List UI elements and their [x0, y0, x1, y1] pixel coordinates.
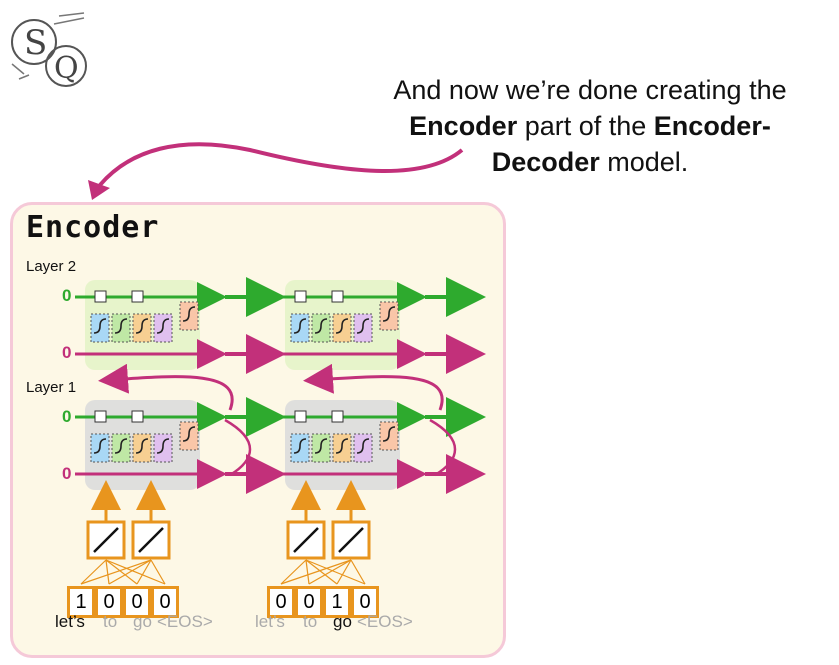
fan-line — [336, 559, 352, 585]
logo-letter-s: S — [24, 23, 47, 63]
add-node — [131, 410, 144, 423]
lstm-unit — [75, 280, 227, 370]
tanh-icon — [382, 306, 396, 322]
fan-line — [105, 559, 166, 585]
input-word: to — [303, 612, 318, 631]
input-word: go — [133, 612, 152, 631]
caption-mid: part of the — [517, 111, 654, 141]
caption-bold-encoder-dash: Encoder- — [653, 111, 771, 141]
caption-bold-encoder: Encoder — [409, 111, 518, 141]
fan-line — [150, 559, 166, 585]
logo-letter-q: Q — [54, 51, 79, 86]
caption-line-3: Decoder model. — [345, 144, 835, 180]
linear-icon — [138, 527, 164, 553]
sigmoid-icon — [114, 438, 128, 454]
multiply-node — [294, 290, 307, 303]
caption-line-2: Encoder part of the Encoder- — [345, 108, 835, 144]
fan-line — [305, 559, 366, 585]
input-vector-cell: 0 — [151, 586, 179, 618]
sigmoid-icon — [114, 318, 128, 334]
fan-line — [350, 559, 366, 585]
sigmoid-icon — [93, 318, 107, 334]
sigmoid-icon — [156, 438, 170, 454]
layer-2-label: Layer 2 — [26, 258, 77, 275]
input-vector-cell: 0 — [351, 586, 379, 618]
multiply-node — [94, 290, 107, 303]
tanh-icon — [182, 426, 196, 442]
input-word: let’s — [255, 612, 285, 631]
sigmoid-icon — [314, 438, 328, 454]
fan-line — [136, 559, 152, 585]
sigmoid-icon — [135, 438, 149, 454]
statquest-logo: S Q — [11, 12, 87, 87]
sigmoid-icon — [293, 318, 307, 334]
zero-short-term-l1: 0 — [62, 407, 72, 426]
sigmoid-icon — [314, 318, 328, 334]
linear-icon — [293, 527, 319, 553]
fan-line — [305, 559, 310, 585]
layer-1-label: Layer 1 — [26, 379, 77, 396]
input-word: let’s — [55, 612, 85, 631]
multiply-node — [94, 410, 107, 423]
sigmoid-icon — [156, 318, 170, 334]
input-word: to — [103, 612, 118, 631]
sigmoid-icon — [93, 438, 107, 454]
fan-line — [80, 559, 152, 585]
lstm-unit — [275, 400, 427, 490]
sigmoid-icon — [356, 318, 370, 334]
input-vector-cell: 0 — [295, 586, 323, 618]
encoder-title: Encoder — [26, 210, 160, 245]
loop-arrow-1 — [224, 418, 252, 477]
caption: And now we’re done creating the Encoder … — [345, 72, 835, 180]
fan-line — [280, 559, 307, 585]
tanh-icon — [182, 306, 196, 322]
add-node — [131, 290, 144, 303]
sigmoid-icon — [335, 438, 349, 454]
fan-line — [80, 559, 107, 585]
linear-icon — [93, 527, 119, 553]
input-vector-cell: 0 — [267, 586, 295, 618]
zero-long-term-l2: 0 — [62, 343, 72, 362]
add-node — [331, 290, 344, 303]
input-vector-cell: 1 — [323, 586, 351, 618]
add-node — [331, 410, 344, 423]
input-word: <EOS> — [357, 612, 413, 631]
zero-long-term-l1: 0 — [62, 464, 72, 483]
tanh-icon — [382, 426, 396, 442]
lstm-unit — [275, 280, 427, 370]
loop-arrow-2 — [429, 418, 457, 477]
fan-line — [308, 559, 352, 585]
fan-line — [105, 559, 110, 585]
caption-bold-decoder: Decoder — [491, 147, 600, 177]
caption-line-1: And now we’re done creating the — [393, 75, 787, 105]
zero-short-term-l2: 0 — [62, 286, 72, 305]
sigmoid-icon — [135, 318, 149, 334]
sigmoid-icon — [335, 318, 349, 334]
linear-icon — [338, 527, 364, 553]
sigmoid-icon — [356, 438, 370, 454]
feedback-arrow-1 — [98, 363, 234, 411]
input-word: <EOS> — [157, 612, 213, 631]
input-vector-cell: 0 — [123, 586, 151, 618]
multiply-node — [294, 410, 307, 423]
sigmoid-icon — [293, 438, 307, 454]
input-vector-cell: 0 — [95, 586, 123, 618]
fan-line — [108, 559, 152, 585]
feedback-arrow-2 — [303, 363, 444, 411]
input-vector-cell: 1 — [67, 586, 95, 618]
fan-line — [305, 559, 338, 585]
fan-line — [105, 559, 138, 585]
fan-line — [280, 559, 352, 585]
lstm-unit — [75, 400, 227, 490]
caption-end: model. — [599, 147, 689, 177]
input-word: go — [333, 612, 352, 631]
